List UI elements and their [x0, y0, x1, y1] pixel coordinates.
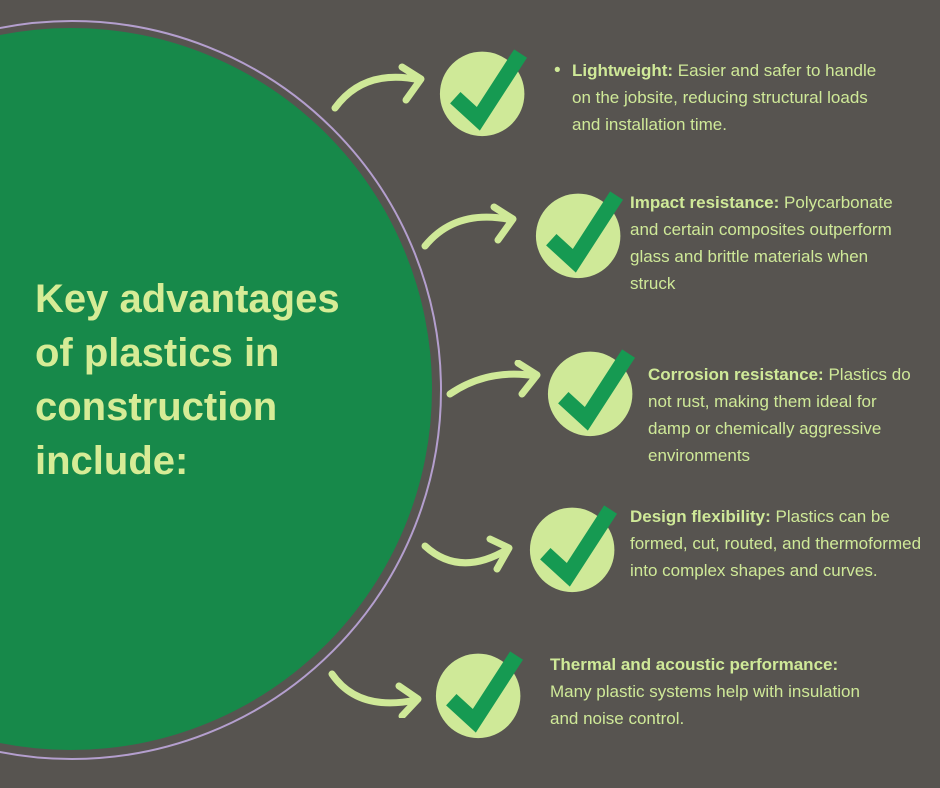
- item-label: Impact resistance:: [630, 193, 780, 212]
- item-label: Design flexibility:: [630, 507, 771, 526]
- item-desc: Polycarbonate and certain composites out…: [630, 193, 893, 293]
- curved-arrow-icon: [421, 535, 513, 573]
- item-desc: Many plastic systems help with insulatio…: [550, 681, 860, 728]
- page-title: Key advantages of plastics in constructi…: [35, 277, 340, 483]
- checkmark-icon: [535, 191, 624, 279]
- bullet: •: [554, 60, 561, 81]
- checkmark-icon: [435, 651, 524, 739]
- item-text: Thermal and acoustic performance: Many p…: [550, 652, 882, 733]
- curved-arrow-icon: [331, 63, 425, 112]
- item-label: Thermal and acoustic performance:: [550, 655, 839, 674]
- item-desc: Plastics can be formed, cut, routed, and…: [630, 507, 922, 580]
- checkmark-icon: [547, 349, 636, 437]
- item-label: Corrosion resistance:: [648, 365, 824, 384]
- checkmark-icon: [529, 505, 618, 593]
- item-text: • Lightweight: Easier and safer to handl…: [554, 58, 892, 139]
- item-text: Impact resistance: Polycarbonate and cer…: [630, 190, 918, 297]
- checkmark-icon: [439, 49, 528, 137]
- curved-arrow-icon: [421, 203, 517, 250]
- curved-arrow-icon: [446, 360, 541, 398]
- curved-arrow-icon: [328, 670, 422, 718]
- item-label: Lightweight:: [572, 61, 674, 80]
- item-text: Corrosion resistance: Plastics do not ru…: [648, 362, 920, 469]
- item-desc: Easier and safer to handle on the jobsit…: [572, 61, 877, 134]
- item-text: Design flexibility: Plastics can be form…: [630, 504, 924, 585]
- item-desc: Plastics do not rust, making them ideal …: [648, 365, 911, 465]
